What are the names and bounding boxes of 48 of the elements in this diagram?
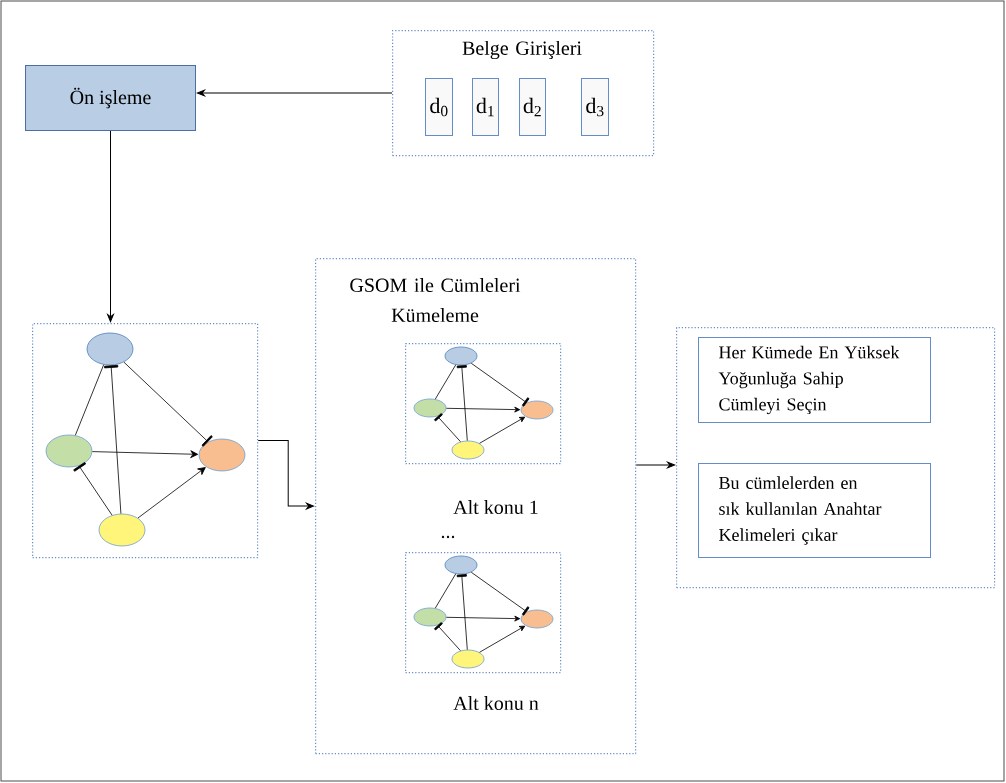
arrow xyxy=(107,130,114,323)
text-box: Bu cümlelerden en sık kullanılan Anahtar Kelimeleri çıkar xyxy=(698,463,931,558)
graph-edge xyxy=(434,364,457,400)
graph-edge xyxy=(104,364,122,514)
ellipsis: ... xyxy=(441,535,455,539)
panel-heading: Belge Girişleri xyxy=(462,40,582,60)
graph-edge xyxy=(446,406,521,413)
graph-panel xyxy=(32,323,259,559)
graph-edge xyxy=(456,574,468,650)
panel-heading: GSOM ile Cümleleri Kümeleme xyxy=(350,277,521,322)
arrow xyxy=(635,461,676,469)
graph-edge xyxy=(92,450,199,459)
graph-edge xyxy=(446,615,521,622)
graph-vertex xyxy=(413,607,447,627)
graph-vertex xyxy=(520,609,554,629)
graph-vertex xyxy=(413,398,447,418)
graph-edge xyxy=(479,625,526,653)
graph-edge xyxy=(456,365,468,441)
graph-edge xyxy=(479,416,526,444)
arrow xyxy=(196,89,393,97)
graph-edge xyxy=(123,361,213,447)
graph-vertex xyxy=(451,440,485,460)
graph-edge xyxy=(470,571,530,616)
graph-vertex xyxy=(520,400,554,420)
document-box: d$_{3}$ xyxy=(581,78,609,136)
graph-edge xyxy=(434,573,457,609)
document-box: d$_{2}$ xyxy=(519,78,546,136)
graph-edge xyxy=(470,362,530,407)
graph-edge xyxy=(434,622,461,652)
text-box: Her Kümede En Yüksek Yoğunluğa Sahip Cümleyi Seçin xyxy=(698,337,931,423)
graph-edge xyxy=(73,462,113,516)
subtopic-caption: Alt konu n xyxy=(453,695,539,710)
graph-vertex xyxy=(198,438,246,472)
graph-vertex xyxy=(86,332,134,366)
arrow xyxy=(257,440,315,510)
graph-panel xyxy=(676,327,996,589)
process-box: Ön işleme xyxy=(25,65,196,131)
graph-vertex xyxy=(451,649,485,669)
graph-edge xyxy=(434,413,461,443)
document-box: d$_{0}$ xyxy=(425,78,453,136)
graph-vertex xyxy=(98,513,146,547)
subtopic-caption: Alt konu 1 xyxy=(453,499,538,514)
graph-vertex xyxy=(444,555,478,575)
document-box: d$_{1}$ xyxy=(472,78,499,136)
graph-vertex xyxy=(45,434,93,468)
graph-edge xyxy=(137,467,206,519)
graph-vertex xyxy=(444,346,478,366)
graph-edge xyxy=(74,364,105,436)
